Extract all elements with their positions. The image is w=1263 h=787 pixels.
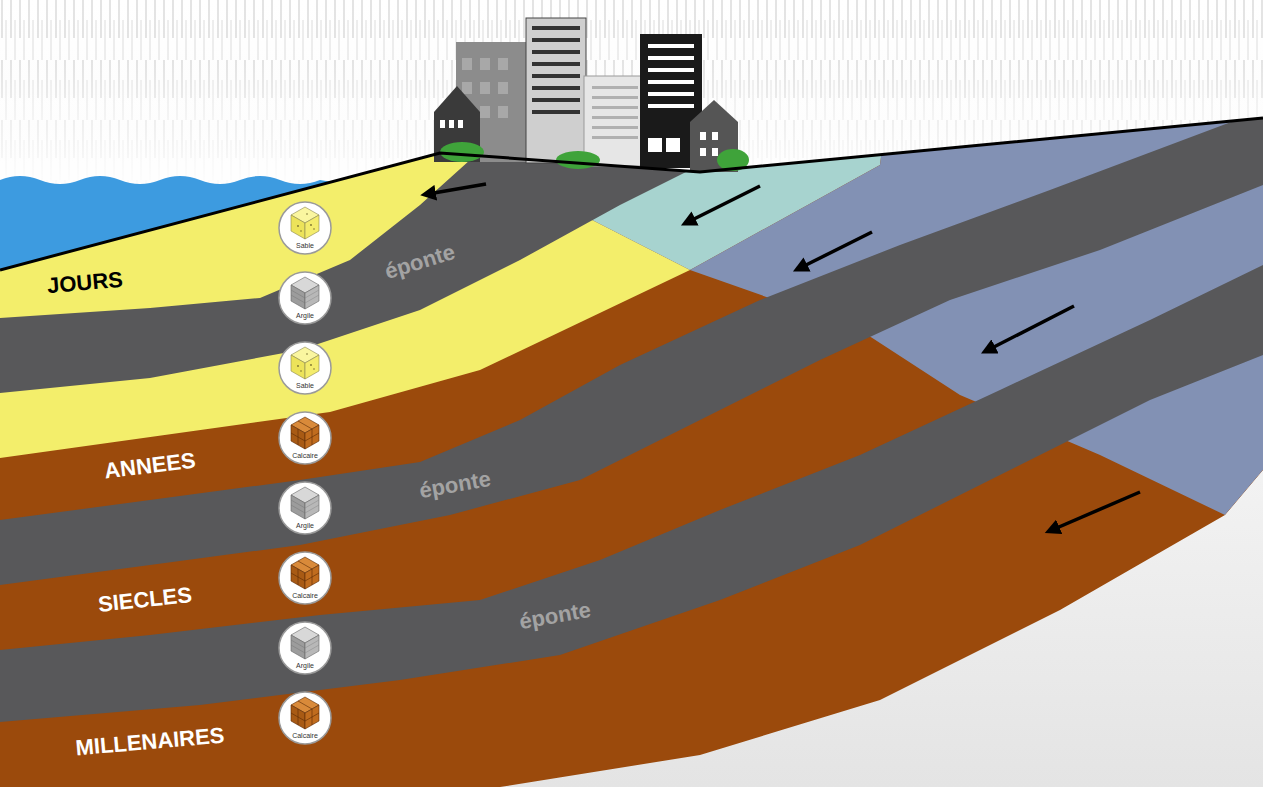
rock-sample-label: Calcaire (292, 592, 318, 599)
rock-sample-label: Calcaire (292, 732, 318, 739)
layer-time-label: JOURS (46, 269, 123, 298)
layer-time-label: MILLENAIRES (75, 725, 225, 760)
layer-time-label: SIECLES (97, 584, 193, 616)
aquitard-label: éponte (418, 468, 493, 502)
aquitard-label: éponte (518, 599, 593, 633)
rock-sample-label: Argile (296, 522, 314, 529)
rock-sample-label: Sable (296, 382, 314, 389)
aquitard-label: éponte (382, 241, 457, 283)
rock-sample-label: Argile (296, 662, 314, 669)
layer-time-label: ANNEES (103, 449, 197, 482)
rock-sample-label: Sable (296, 242, 314, 249)
rock-sample-label: Argile (296, 312, 314, 319)
rock-sample-label: Calcaire (292, 452, 318, 459)
